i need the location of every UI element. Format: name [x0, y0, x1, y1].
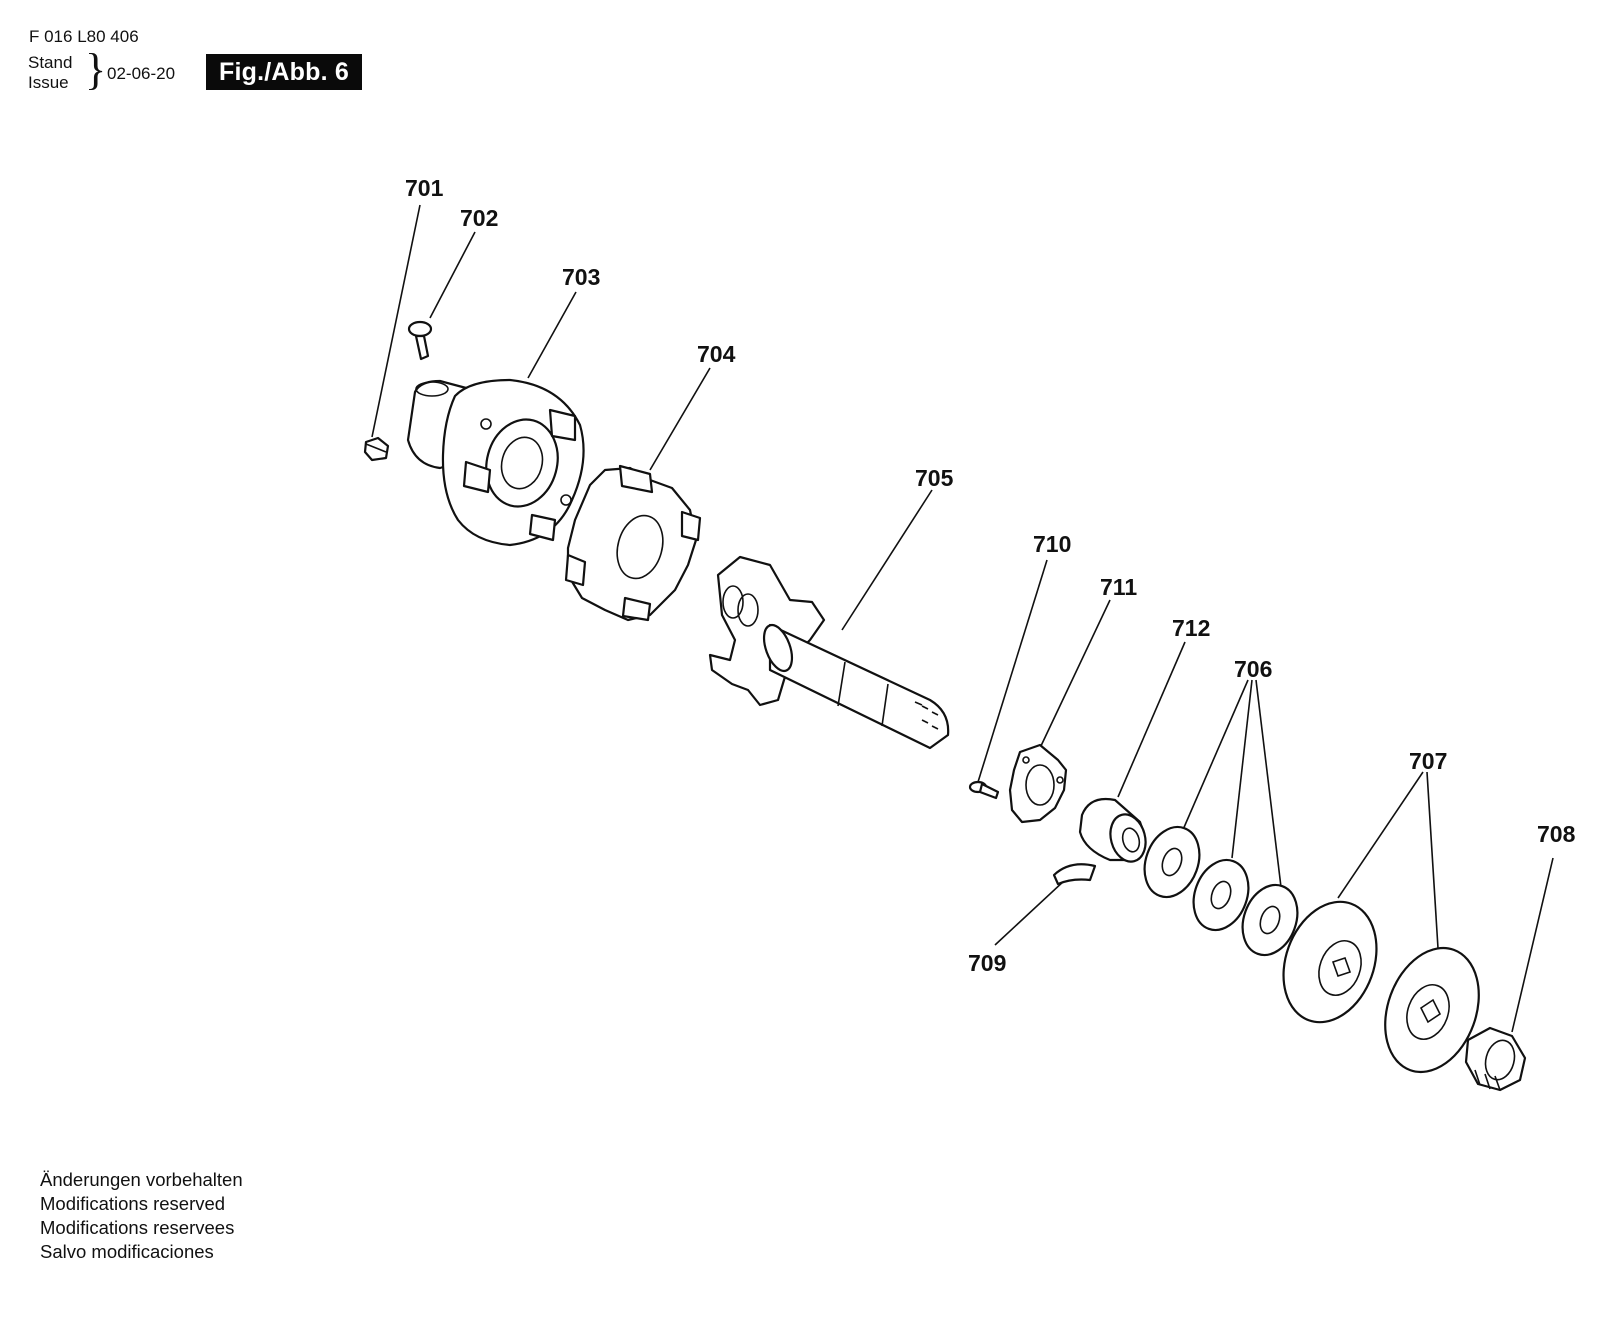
part-706-washer-1: [1143, 825, 1201, 899]
callout-701: 701: [405, 175, 444, 201]
part-707-flange-1: [1282, 900, 1378, 1024]
part-709-key: [1052, 863, 1097, 886]
document-code: F 016 L80 406: [29, 27, 139, 46]
stand-issue-labels: Stand Issue: [28, 53, 72, 93]
note-english: Modifications reserved: [40, 1193, 226, 1214]
part-706-washer-2: [1192, 858, 1250, 932]
part-701-key: [363, 436, 390, 462]
callout-706: 706: [1234, 656, 1272, 682]
callout-702: 702: [460, 205, 498, 231]
callout-710: 710: [1033, 531, 1071, 557]
callout-708: 708: [1537, 821, 1576, 847]
part-703-flange-hub: [406, 378, 585, 547]
issue-label: Issue: [28, 73, 69, 92]
stand-label: Stand: [28, 53, 73, 72]
brace-glyph: }: [85, 45, 107, 94]
part-706-washer-3: [1241, 883, 1299, 957]
figure-label: Fig./Abb. 6: [206, 54, 362, 90]
callout-704: 704: [697, 341, 736, 367]
callout-705: 705: [915, 465, 954, 491]
note-french: Modifications reservees: [40, 1217, 235, 1238]
callout-712: 712: [1172, 615, 1210, 641]
leader-lines: [371, 204, 1554, 1033]
note-spanish: Salvo modificaciones: [40, 1241, 214, 1262]
part-705-spindle: [708, 555, 950, 750]
part-702-screw: [407, 320, 433, 361]
callout-707: 707: [1409, 748, 1447, 774]
part-707-flange-2: [1384, 946, 1480, 1074]
modification-notes: Änderungen vorbehalten Modifications res…: [40, 1168, 243, 1264]
part-708-hex-nut: [1464, 1026, 1527, 1092]
part-704-drive-ring: [564, 464, 702, 622]
callout-labels: 701 702 703 704 705 706 707 708 709 710 …: [405, 175, 1576, 976]
part-712-bushing: [1078, 797, 1147, 863]
callout-709: 709: [968, 950, 1006, 976]
issue-date: 02-06-20: [107, 64, 176, 83]
callout-703: 703: [562, 264, 600, 290]
part-710-screw: [968, 780, 1000, 800]
callout-711: 711: [1100, 574, 1137, 600]
part-711-plate: [1008, 743, 1068, 824]
note-german: Änderungen vorbehalten: [40, 1169, 243, 1190]
